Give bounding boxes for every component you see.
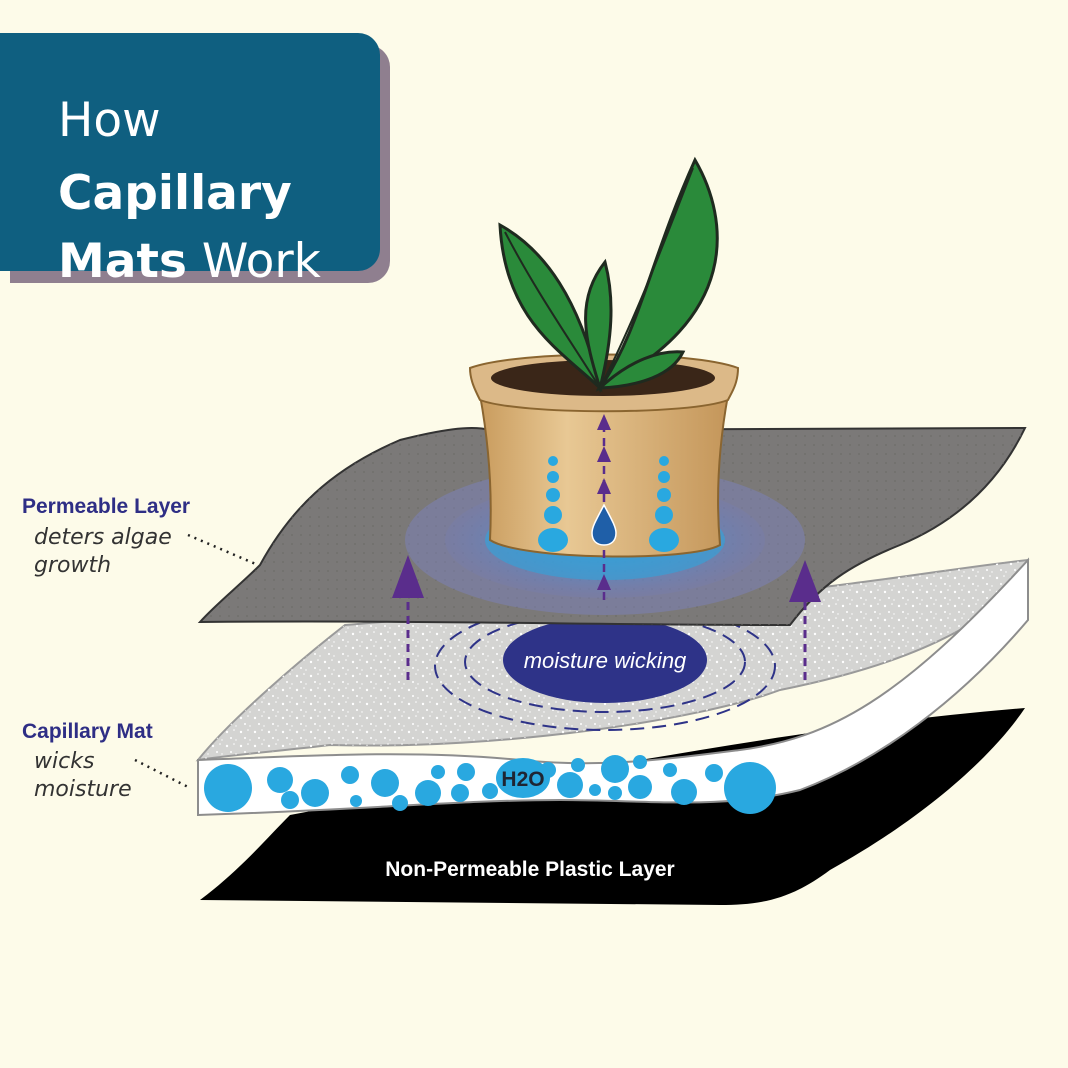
plant-leaves [498, 156, 719, 394]
capillary-mat-heading: Capillary Mat [22, 720, 153, 743]
water-bubbles [204, 755, 776, 814]
wicking-oval [503, 617, 707, 703]
title-banner: How Capillary Mats Work [0, 33, 380, 289]
h2o-label: H2O [501, 768, 544, 791]
title-line-2: Capillary [58, 166, 292, 222]
title-bold-word-2: Mats [58, 234, 187, 289]
title-line-1: How [58, 93, 161, 148]
permeable-layer-sub1: deters algae [34, 525, 172, 550]
capillary-leader [134, 758, 191, 790]
permeable-leader [187, 533, 259, 567]
permeable-layer-sub2: growth [34, 553, 112, 578]
title-rest: Work [186, 234, 321, 289]
capillary-mat-sub2: moisture [34, 777, 132, 802]
permeable-layer-heading: Permeable Layer [22, 495, 191, 518]
plastic-layer-label: Non-Permeable Plastic Layer [385, 858, 674, 881]
wicking-label: moisture wicking [524, 648, 687, 673]
pot-drops [538, 456, 679, 552]
side-arrows [392, 555, 821, 680]
title-bold-word: Capillary [58, 166, 292, 221]
h2o-bubble [496, 758, 550, 798]
water-drop-icon [591, 503, 617, 546]
title-line-3: Mats Work [58, 234, 321, 290]
capillary-mat-sub1: wicks [34, 749, 95, 774]
